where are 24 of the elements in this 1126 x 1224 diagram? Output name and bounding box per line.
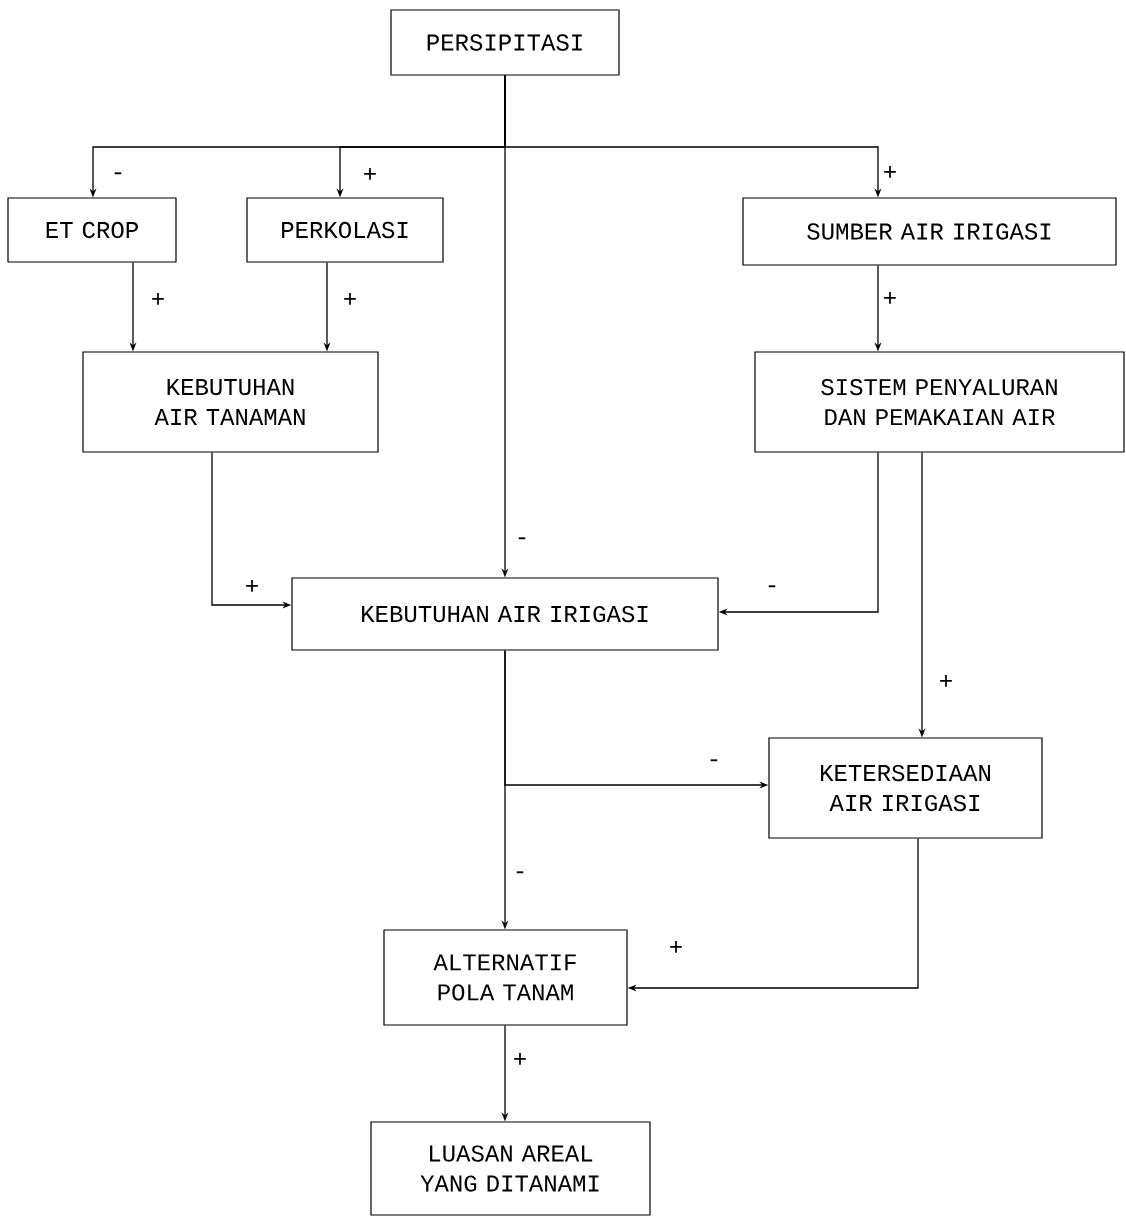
edge-label: + [361, 167, 379, 183]
edge-label: + [341, 292, 359, 308]
process-box: PERKOLASI [246, 197, 444, 263]
edge-label: + [881, 291, 899, 307]
edge-label: - [705, 758, 723, 768]
process-box: KEBUTUHAN AIR IRIGASI [291, 577, 719, 651]
edge-label: + [243, 579, 261, 595]
edge-label: + [937, 674, 955, 690]
process-box: SUMBER AIR IRIGASI [742, 197, 1117, 266]
process-box: ALTERNATIF POLA TANAM [383, 929, 628, 1026]
process-box: ET CROP [7, 197, 177, 263]
process-box: SISTEM PENYALURAN DAN PEMAKAIAN AIR [754, 351, 1125, 453]
edge-label: + [511, 1052, 529, 1068]
edge-label: + [149, 292, 167, 308]
process-box: KEBUTUHAN AIR TANAMAN [82, 351, 379, 453]
edge-label: + [667, 940, 685, 956]
edge-label: - [513, 536, 531, 546]
edge-label: - [109, 171, 127, 181]
process-box: KETERSEDIAAN AIR IRIGASI [768, 737, 1043, 839]
process-box: LUASAN AREAL YANG DITANAMI [370, 1121, 651, 1216]
edge-label: - [763, 584, 781, 594]
edge-label: - [511, 870, 529, 880]
process-box: PERSIPITASI [390, 9, 620, 76]
edge-label: + [881, 165, 899, 181]
